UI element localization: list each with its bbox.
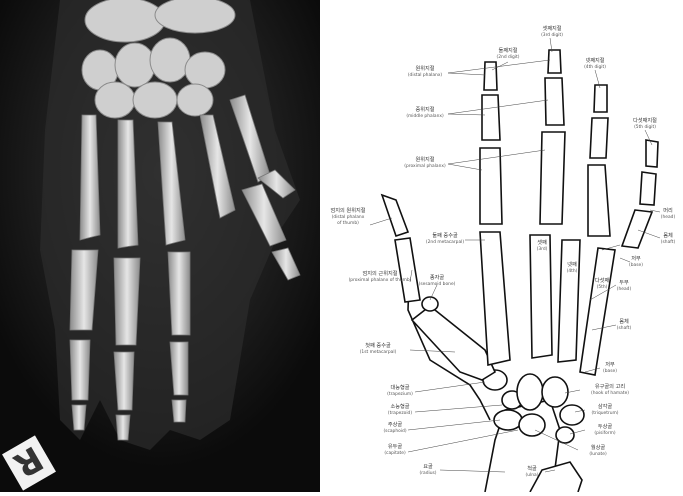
label-head2-ko: 두부 — [619, 279, 629, 286]
label-lunate-en: (lunate) — [589, 451, 607, 457]
label-radius-ko: 요골 — [423, 463, 433, 470]
middle-phalanges — [482, 78, 656, 205]
label-distal-phalanx-en: (distal phalanx) — [408, 72, 443, 78]
proximal-phalanges — [480, 132, 652, 248]
label-digit3-ko: 셋째지절 — [542, 24, 561, 32]
label-base-ko: 저부 — [631, 254, 641, 262]
label-digit5-en: (5th digit) — [634, 124, 656, 130]
label-digit3-en: (3rd digit) — [541, 32, 563, 38]
label-thumb-proximal-en: (proximal phalanx of thumb) — [349, 277, 412, 283]
label-head-en: (head) — [661, 214, 676, 220]
label-base-en: (base) — [629, 262, 643, 268]
label-middle-phalanx-en: (middle phalanx) — [406, 113, 444, 119]
label-1st-metacarpal-ko: 첫째 중수골 — [365, 341, 391, 349]
label-2nd-metacarpal-en: (2nd metacarpal) — [426, 239, 464, 245]
label-triquetrum-ko: 삼각골 — [598, 402, 613, 410]
label-thumb-distal-en2: of thumb) — [337, 220, 359, 226]
label-capitate-en: (capitate) — [384, 450, 406, 456]
label-sesamoid-ko: 종자골 — [430, 273, 445, 281]
label-hook-hamate-ko: 유구골의 고리 — [595, 382, 626, 390]
label-pisiform-en: (pisiform) — [594, 430, 615, 436]
label-thumb-proximal-ko: 엄지의 근위지절 — [362, 269, 397, 277]
label-4th-en: (4th) — [567, 268, 578, 274]
label-digit4-ko: 넷째지절 — [585, 56, 604, 64]
label-trapezium-ko: 대능형골 — [390, 383, 409, 391]
xray-carpal-bones — [82, 0, 235, 118]
label-pisiform-ko: 두상골 — [598, 422, 613, 430]
label-shaft2-ko: 몸체 — [619, 317, 629, 325]
label-1st-metacarpal-en: (1st metacarpal) — [360, 349, 397, 355]
label-head2-en: (head) — [617, 286, 632, 292]
label-5th-en: (5th) — [597, 284, 608, 290]
label-3rd-ko: 셋째 — [537, 238, 547, 246]
label-proximal-phalanx-ko: 원위지절 — [415, 155, 434, 163]
metacarpal-bones — [480, 232, 615, 375]
label-5th-ko: 다섯째 — [595, 276, 610, 284]
label-sesamoid-en: (sesamoid bone) — [419, 281, 456, 287]
thumb-bones — [382, 195, 495, 380]
label-hook-hamate-en: (hook of hamate) — [591, 390, 629, 396]
label-digit4-en: (4th digit) — [584, 64, 606, 70]
hand-xray-image: R — [0, 0, 320, 492]
label-radius-en: (radius) — [420, 470, 437, 476]
label-3rd-en: (3rd) — [537, 246, 548, 252]
label-triquetrum-en: (triquetrum) — [591, 410, 618, 416]
hand-bone-diagram: 둘째지절 (2nd digit) 셋째지절 (3rd digit) 넷째지절 (… — [320, 0, 683, 492]
label-ulna-en: (ulna) — [526, 472, 539, 478]
label-2nd-metacarpal-ko: 둘째 중수골 — [432, 231, 458, 239]
label-shaft-ko: 몸체 — [663, 231, 673, 239]
label-digit2-ko: 둘째지절 — [498, 46, 517, 54]
label-distal-phalanx-ko: 원위지절 — [415, 64, 434, 72]
label-middle-phalanx-ko: 중위지절 — [415, 105, 434, 113]
label-shaft2-en: (shaft) — [617, 325, 632, 331]
label-digit2-en: (2nd digit) — [497, 54, 520, 60]
label-capitate-ko: 유두골 — [388, 443, 403, 450]
distal-phalanges — [484, 50, 658, 167]
label-trapezoid-ko: 소능형골 — [390, 403, 409, 410]
label-proximal-phalanx-en: (proximal phalanx) — [404, 163, 446, 169]
label-ulna-ko: 척골 — [527, 464, 537, 472]
label-trapezium-en: (trapezium) — [387, 391, 413, 397]
label-base2-en: (base) — [603, 368, 617, 374]
diagram-drawing: 둘째지절 (2nd digit) 셋째지절 (3rd digit) 넷째지절 (… — [320, 0, 683, 492]
label-shaft-en: (shaft) — [661, 239, 676, 245]
label-scaphoid-ko: 주상골 — [388, 420, 403, 428]
label-scaphoid-en: (scaphoid) — [383, 428, 406, 434]
label-thumb-distal-en1: (distal phalanx — [332, 214, 365, 220]
label-thumb-distal-ko: 엄지의 원위지절 — [330, 206, 365, 214]
label-4th-ko: 넷째 — [567, 260, 577, 268]
label-digit5-ko: 다섯째지절 — [633, 116, 657, 124]
label-trapezoid-en: (trapezoid) — [388, 410, 412, 416]
xray-drawing: R — [0, 0, 320, 492]
label-head-ko: 머리 — [663, 206, 673, 214]
label-lunate-ko: 월상골 — [591, 443, 606, 451]
label-base2-ko: 저부 — [605, 360, 615, 368]
